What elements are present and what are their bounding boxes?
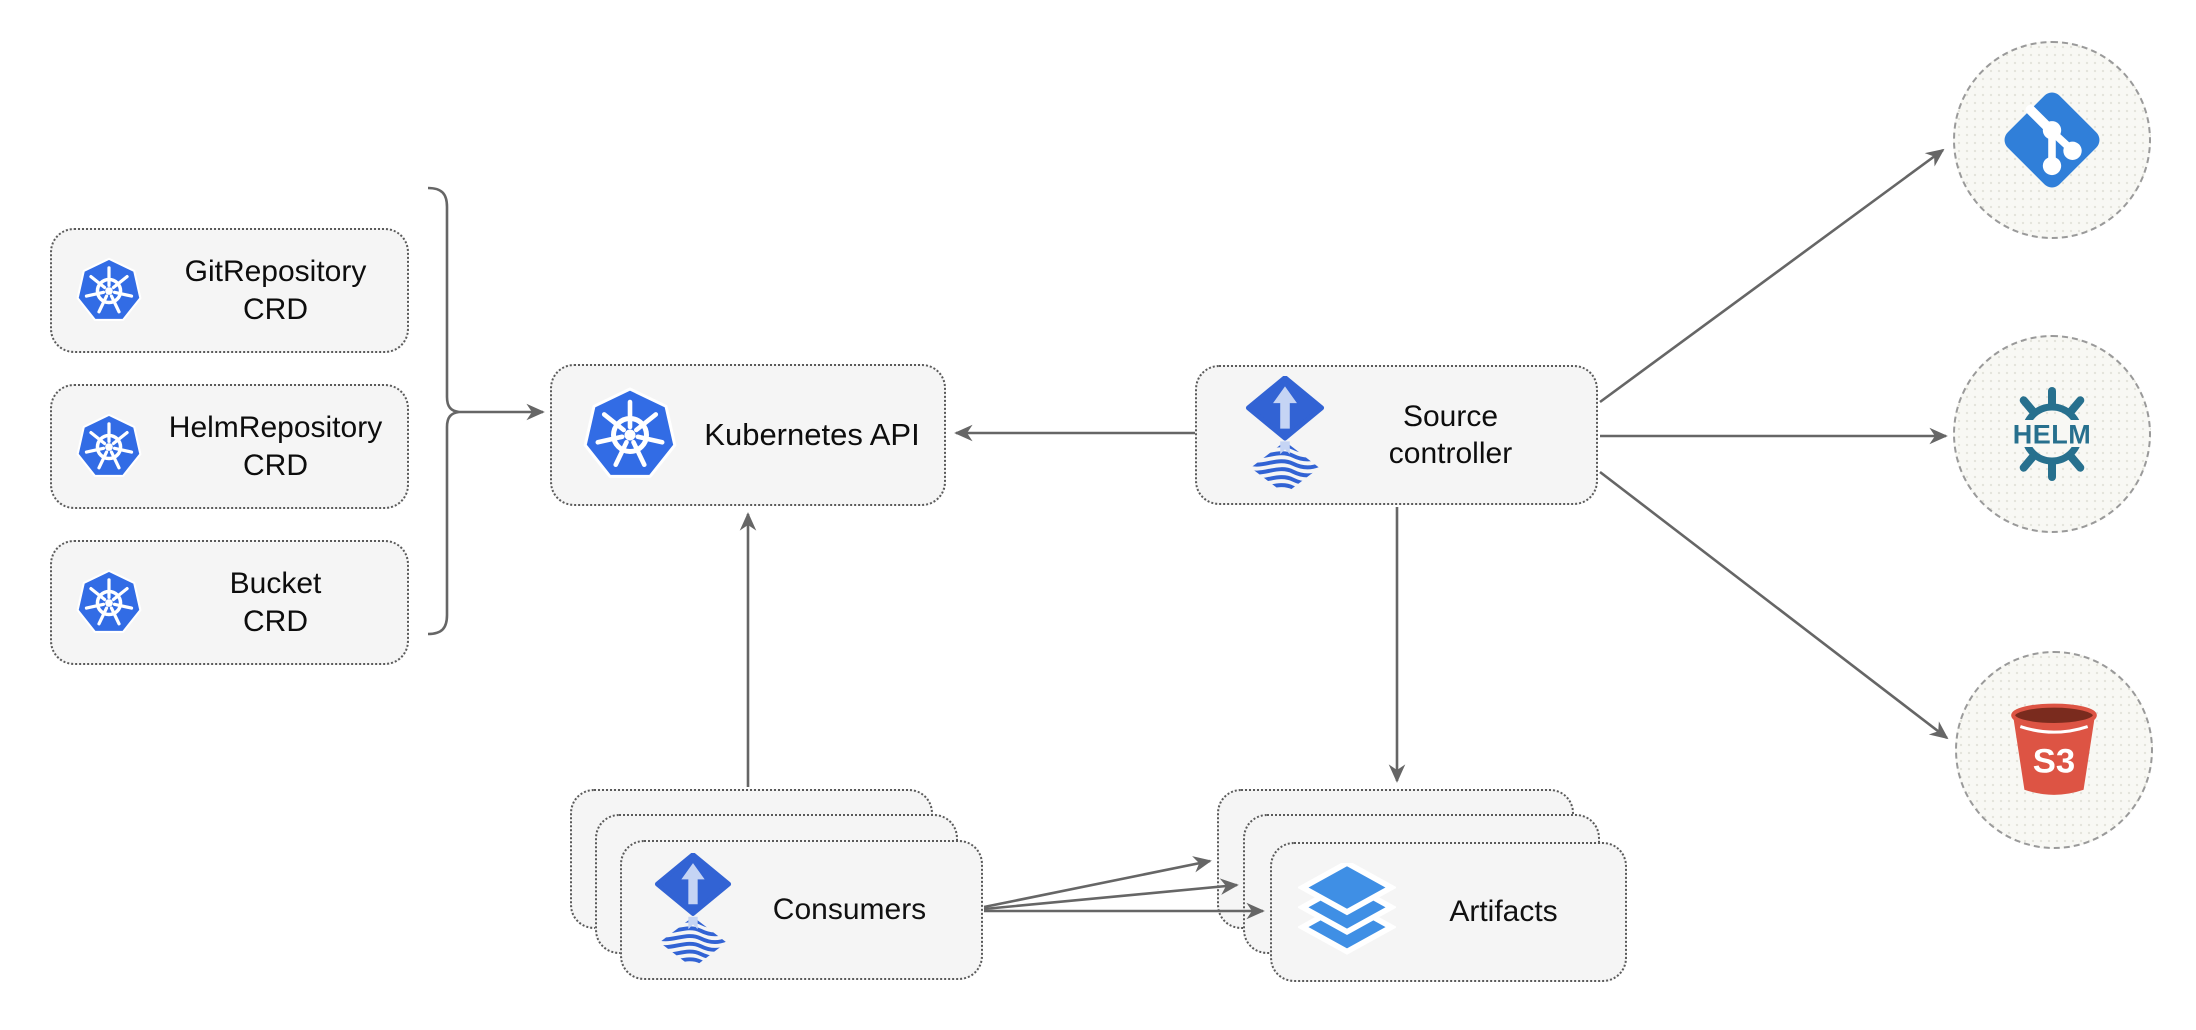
helm-icon: HELM (2013, 387, 2092, 481)
node-label-line1: Consumers (772, 893, 927, 926)
node-label-line1: Artifacts (1449, 895, 1558, 928)
kubernetes-icon (74, 568, 144, 638)
node-label: Bucket CRD (144, 565, 407, 640)
node-label: Artifacts (1396, 895, 1625, 929)
kubernetes-icon (74, 412, 144, 482)
node-label-line1: HelmRepository (168, 411, 383, 444)
node-kubernetes-api: Kubernetes API (550, 364, 946, 506)
crd-group-bracket (427, 186, 460, 636)
node-bucket-crd: Bucket CRD (50, 540, 409, 665)
node-gitrepository-crd: GitRepository CRD (50, 228, 409, 353)
node-s3-endpoint: S3 (1955, 651, 2153, 849)
node-label: HelmRepository CRD (144, 409, 407, 484)
edge-consumers-to-artifacts-middle (983, 878, 1239, 911)
node-helm-endpoint: HELM (1953, 335, 2151, 533)
s3-icon: S3 (2011, 703, 2097, 795)
node-git-endpoint (1953, 41, 2151, 239)
node-label: Kubernetes API (680, 416, 944, 455)
node-artifacts: Artifacts (1270, 842, 1627, 982)
helm-logo-text: HELM (2013, 420, 2092, 450)
flux-icon (1245, 376, 1325, 494)
node-consumers: Consumers (620, 840, 983, 980)
node-label-line1: Source (1402, 399, 1499, 433)
node-label-line2: CRD (243, 604, 308, 638)
flux-icon (654, 853, 732, 968)
git-icon (2004, 92, 2100, 188)
kubernetes-icon (580, 385, 680, 485)
node-label: Consumers (732, 893, 981, 927)
edge-source-controller-to-s3 (1599, 470, 1949, 740)
layers-icon (1298, 863, 1396, 955)
node-helmrepository-crd: HelmRepository CRD (50, 384, 409, 509)
node-label-line1: GitRepository (184, 255, 367, 288)
node-label-line2: controller (1388, 437, 1513, 470)
s3-logo-text: S3 (2033, 742, 2075, 780)
edge-source-controller-to-git (1599, 148, 1945, 404)
node-label: Source controller (1325, 398, 1596, 473)
node-label-line1: Bucket (229, 567, 322, 600)
node-label: GitRepository CRD (144, 253, 407, 328)
node-label-line2: CRD (243, 448, 308, 482)
kubernetes-icon (74, 256, 144, 326)
edge-consumers-to-artifacts-back (983, 856, 1212, 909)
node-source-controller: Source controller (1195, 365, 1598, 505)
node-label-line1: Kubernetes API (704, 416, 920, 452)
node-label-line2: CRD (243, 292, 308, 326)
